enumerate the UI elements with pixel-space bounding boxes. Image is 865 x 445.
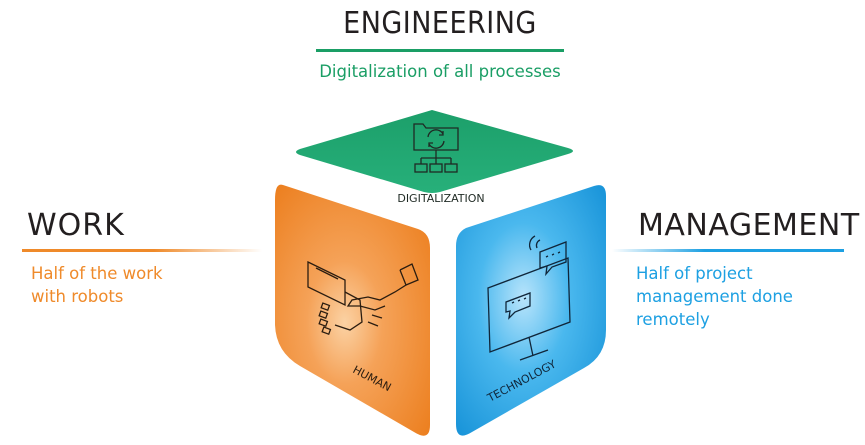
management-subtitle-line-2: management done (636, 287, 793, 306)
robot-human-handshake-icon (307, 260, 419, 336)
technology-face-shape (456, 185, 606, 436)
folder-sync-network-icon (413, 123, 459, 173)
management-subtitle-line-3: remotely (636, 310, 710, 329)
management-subtitle: Half of project management done remotely (636, 262, 856, 331)
engineering-underline (316, 49, 564, 52)
digitalization-label: DIGITALIZATION (397, 192, 484, 205)
human-face-shape (275, 184, 430, 436)
management-subtitle-line-1: Half of project (636, 264, 753, 283)
management-title: MANAGEMENT (638, 208, 860, 243)
work-underline (22, 249, 262, 252)
human-face: HUMAN (275, 184, 430, 436)
digitalization-face-shape (296, 110, 573, 193)
monitor-chat-icon (487, 235, 571, 361)
digitalization-face: DIGITALIZATION (296, 110, 573, 205)
management-underline (612, 249, 844, 252)
work-subtitle: Half of the work with robots (31, 262, 231, 308)
work-subtitle-line-2: with robots (31, 287, 124, 306)
work-title: WORK (27, 208, 125, 243)
engineering-subtitle: Digitalization of all processes (319, 62, 561, 81)
engineering-title: ENGINEERING (343, 6, 537, 41)
technology-face: TECHNOLOGY (456, 185, 606, 436)
work-subtitle-line-1: Half of the work (31, 264, 163, 283)
